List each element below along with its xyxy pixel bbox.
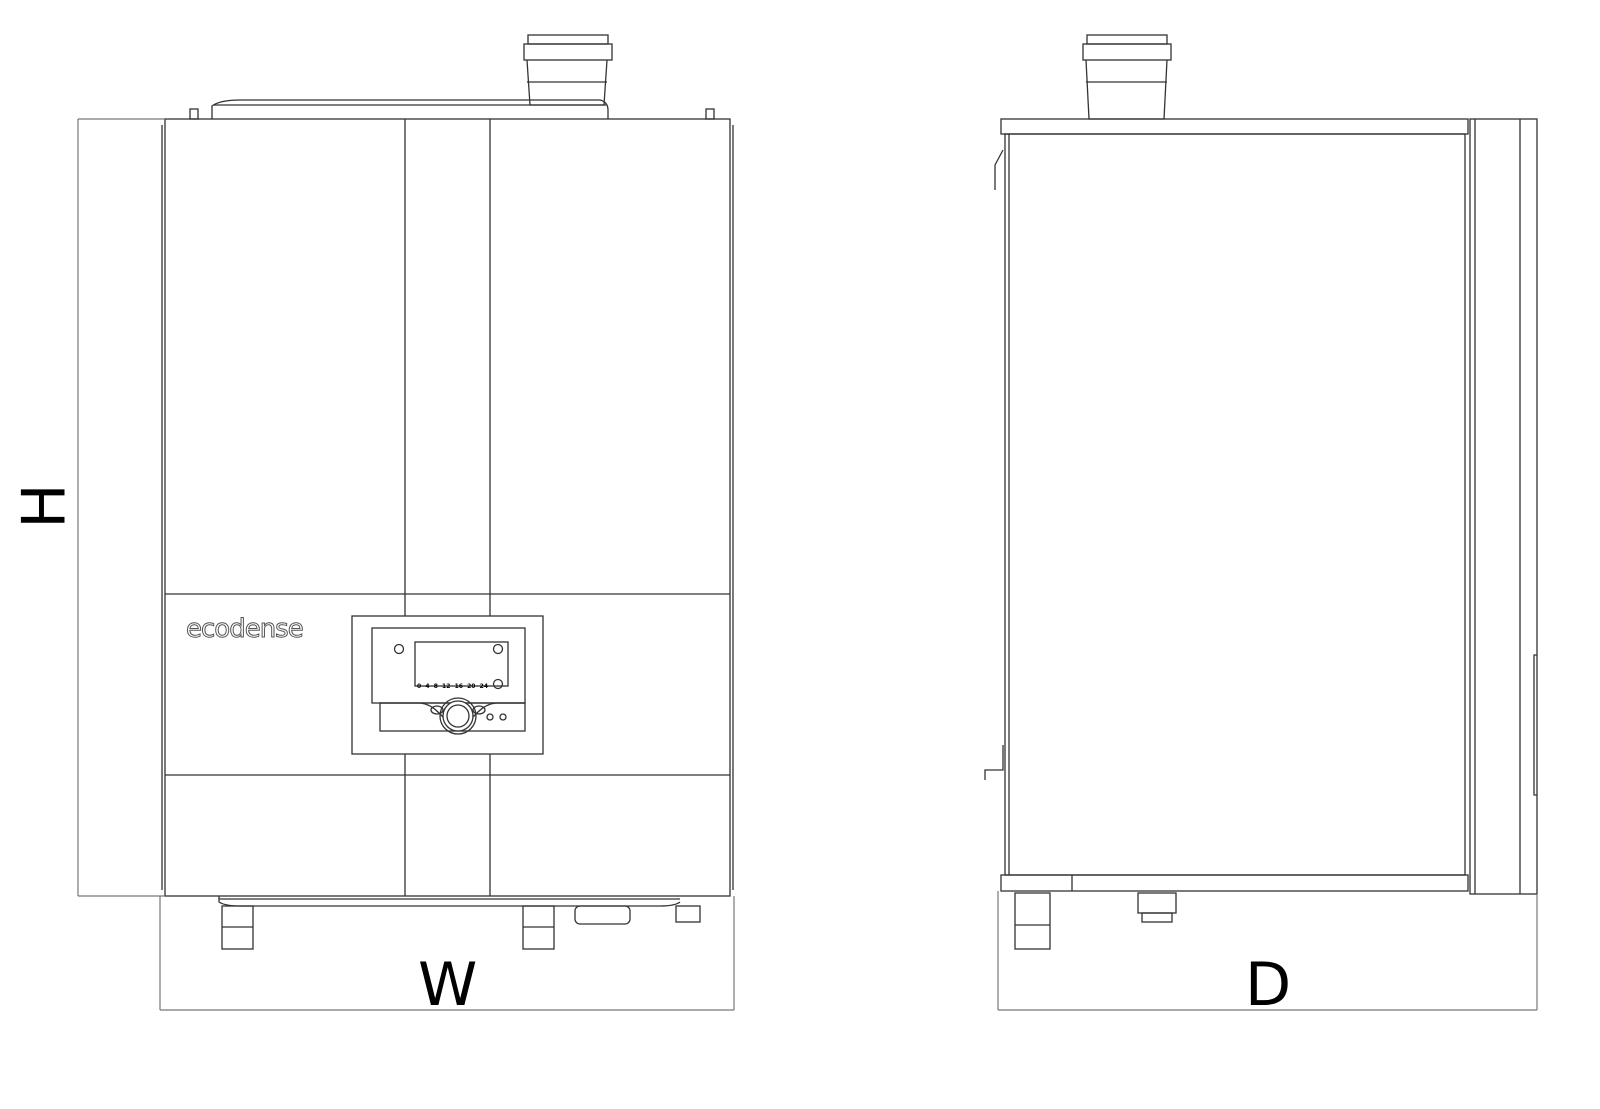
control-panel [351, 615, 544, 755]
cable-glands [574, 905, 631, 925]
brand-logo: ecodense [186, 614, 305, 645]
flue-pipe-front [523, 34, 613, 106]
side-top-rail [1000, 118, 1469, 135]
side-pipe-left [1014, 892, 1051, 950]
side-bottom-rail [1000, 874, 1469, 892]
top-manifold [211, 99, 609, 119]
control-scale-ticks: 0 4 8 12 16 20 24 [417, 683, 488, 690]
side-pipe-mid [1137, 892, 1177, 914]
height-label: H [9, 483, 80, 529]
flue-pipe-side [1082, 34, 1172, 120]
width-label: W [418, 950, 478, 1020]
depth-label: D [1245, 950, 1292, 1020]
front-casing [164, 118, 731, 897]
side-casing [1004, 133, 1466, 876]
side-back-plate [1469, 118, 1538, 895]
